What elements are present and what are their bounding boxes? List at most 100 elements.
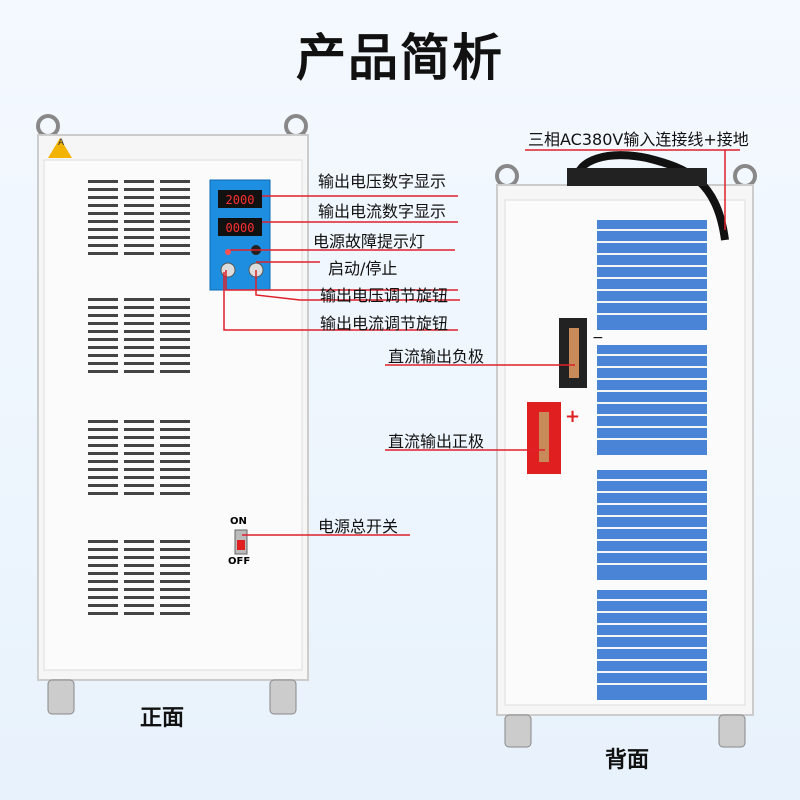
vent-slot bbox=[88, 322, 118, 325]
vent-slot bbox=[124, 548, 154, 551]
vent-slot bbox=[88, 604, 118, 607]
vent-slot bbox=[160, 338, 190, 341]
back-lifting-eye-right bbox=[733, 164, 757, 188]
vent-slot bbox=[88, 298, 118, 301]
vent-slot bbox=[88, 354, 118, 357]
vent-slot bbox=[124, 298, 154, 301]
back-caption: 背面 bbox=[605, 747, 650, 773]
vent-slot bbox=[88, 484, 118, 487]
vent-slot bbox=[88, 204, 118, 207]
vent-slot bbox=[160, 604, 190, 607]
vent-slot bbox=[124, 180, 154, 183]
vent-slot bbox=[160, 306, 190, 309]
lifting-eye-left bbox=[36, 114, 60, 138]
vent-slot bbox=[160, 236, 190, 239]
vent-slot bbox=[124, 322, 154, 325]
callout-voltage-display: 输出电压数字显示 bbox=[318, 172, 447, 191]
fan-3 bbox=[597, 470, 707, 580]
vent-slot bbox=[124, 476, 154, 479]
vent-slot bbox=[88, 540, 118, 543]
vent-slot bbox=[124, 370, 154, 373]
vent-slot bbox=[88, 244, 118, 247]
vent-slot bbox=[88, 188, 118, 191]
vent-slot bbox=[88, 492, 118, 495]
vent-slot bbox=[160, 596, 190, 599]
vent-slot bbox=[88, 330, 118, 333]
vent-slot bbox=[124, 596, 154, 599]
fan-grill bbox=[597, 229, 707, 685]
vent-slot bbox=[160, 362, 190, 365]
vent-slot bbox=[88, 444, 118, 447]
callout-current-knob: 输出电流调节旋钮 bbox=[320, 314, 449, 333]
positive-mark: + bbox=[565, 406, 581, 427]
vent-slot bbox=[88, 338, 118, 341]
vent-slot bbox=[124, 330, 154, 333]
current-knob bbox=[248, 262, 264, 278]
vent-slot bbox=[88, 556, 118, 559]
vent-slot bbox=[160, 612, 190, 615]
switch-on-label: ON bbox=[230, 516, 247, 527]
vent-slot bbox=[124, 580, 154, 583]
caster-front-right bbox=[269, 679, 297, 715]
vent-slot bbox=[124, 604, 154, 607]
callout-dc-positive: 直流输出正极 bbox=[388, 432, 485, 451]
vent-slot bbox=[160, 492, 190, 495]
fan-1 bbox=[597, 220, 707, 330]
front-caption: 正面 bbox=[140, 705, 185, 731]
vent-slot bbox=[124, 572, 154, 575]
vent-slot bbox=[88, 596, 118, 599]
vent-slot bbox=[160, 180, 190, 183]
vent-slot bbox=[88, 420, 118, 423]
vent-slot bbox=[124, 314, 154, 317]
vent-slot bbox=[88, 452, 118, 455]
front-vents bbox=[88, 180, 190, 615]
vent-slot bbox=[124, 468, 154, 471]
lifting-eye-right bbox=[284, 114, 308, 138]
start-stop-button bbox=[251, 245, 261, 255]
warning-mark: A bbox=[58, 138, 65, 148]
vent-slot bbox=[124, 196, 154, 199]
vent-slot bbox=[124, 564, 154, 567]
vent-slot bbox=[88, 436, 118, 439]
vent-slot bbox=[160, 188, 190, 191]
callout-ac-input: 三相AC380V输入连接线+接地 bbox=[528, 130, 749, 149]
vent-slot bbox=[88, 548, 118, 551]
vent-slot bbox=[160, 484, 190, 487]
vent-slot bbox=[124, 556, 154, 559]
page-title: 产品简析 bbox=[296, 29, 504, 87]
vent-slot bbox=[124, 306, 154, 309]
vent-slot bbox=[124, 460, 154, 463]
voltage-knob bbox=[220, 262, 236, 278]
vent-slot bbox=[124, 444, 154, 447]
vent-slot bbox=[124, 354, 154, 357]
fan-2 bbox=[597, 345, 707, 455]
vent-slot bbox=[88, 196, 118, 199]
callout-main-switch: 电源总开关 bbox=[318, 517, 399, 536]
vent-slot bbox=[124, 346, 154, 349]
fault-led bbox=[225, 249, 231, 255]
vent-slot bbox=[160, 354, 190, 357]
vent-slot bbox=[88, 362, 118, 365]
vent-slot bbox=[124, 252, 154, 255]
vent-slot bbox=[88, 314, 118, 317]
vent-slot bbox=[160, 212, 190, 215]
vent-slot bbox=[124, 428, 154, 431]
callout-start-stop: 启动/停止 bbox=[328, 259, 398, 278]
vent-slot bbox=[160, 330, 190, 333]
vent-slot bbox=[124, 236, 154, 239]
vent-slot bbox=[88, 588, 118, 591]
warning-sign bbox=[48, 138, 72, 158]
vent-slot bbox=[88, 236, 118, 239]
vent-slot bbox=[88, 612, 118, 615]
vent-slot bbox=[160, 436, 190, 439]
svg-text:0000: 0000 bbox=[226, 221, 255, 235]
vent-slot bbox=[88, 476, 118, 479]
vent-slot bbox=[88, 228, 118, 231]
vent-slot bbox=[124, 588, 154, 591]
callout-dc-negative: 直流输出负极 bbox=[388, 347, 485, 366]
voltage-display bbox=[218, 190, 262, 208]
caster-back-left bbox=[504, 714, 532, 748]
vent-slot bbox=[160, 564, 190, 567]
vent-slot bbox=[124, 338, 154, 341]
vent-slot bbox=[160, 322, 190, 325]
